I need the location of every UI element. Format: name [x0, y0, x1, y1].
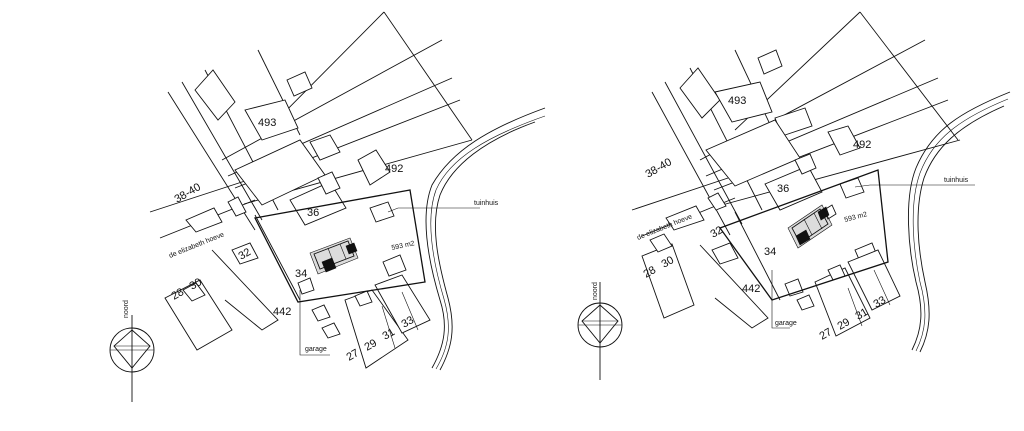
plot-boundary	[718, 169, 889, 301]
label-36: 36	[307, 207, 319, 219]
buildings	[164, 69, 431, 369]
label-36: 36	[777, 183, 789, 195]
north-label: noord	[123, 300, 130, 318]
site-plan-right: 493 492 38-40 36 34 32 28 30 442 27 29 3…	[577, 11, 1011, 380]
label-38-40: 38-40	[173, 181, 203, 205]
north-arrow-icon	[109, 315, 155, 402]
label-29: 29	[363, 337, 380, 354]
area-label: 593 m2	[844, 211, 868, 224]
label-30: 30	[188, 276, 205, 293]
planned-house	[309, 237, 359, 275]
callout-garage: garage	[775, 320, 797, 327]
label-29: 29	[836, 316, 853, 333]
label-38-40: 38-40	[644, 156, 674, 180]
site-plan-left: 493 492 38-40 36 34 32 28 30 442 27 29 3…	[109, 11, 546, 402]
label-493: 493	[258, 117, 276, 129]
label-442: 442	[273, 306, 291, 318]
label-28: 28	[642, 264, 659, 281]
label-28: 28	[170, 286, 187, 303]
garage-leader	[771, 270, 790, 329]
area-label: 593 m2	[391, 240, 415, 252]
label-34: 34	[295, 268, 307, 280]
callout-tuinhuis: tuinhuis	[474, 200, 499, 207]
callout-garage: garage	[305, 346, 327, 353]
label-27: 27	[818, 326, 835, 343]
label-30: 30	[660, 254, 677, 271]
road-curve	[425, 107, 546, 371]
label-32: 32	[237, 246, 254, 263]
garage-leader	[299, 290, 330, 356]
callout-tuinhuis: tuinhuis	[944, 177, 969, 184]
buildings	[641, 49, 901, 337]
label-33: 33	[872, 294, 889, 311]
label-31: 31	[854, 306, 871, 323]
label-442: 442	[742, 283, 760, 295]
label-27: 27	[345, 347, 362, 364]
north-label: noord	[592, 282, 599, 300]
label-492: 492	[385, 163, 403, 175]
north-arrow-icon	[577, 282, 623, 380]
plot-boundary	[254, 189, 426, 303]
tuinhuis-leader	[854, 184, 975, 188]
label-32: 32	[709, 224, 726, 241]
label-493: 493	[728, 95, 746, 107]
label-34: 34	[764, 246, 776, 258]
label-33: 33	[400, 314, 417, 331]
parcel-lines	[149, 11, 473, 331]
label-492: 492	[853, 139, 871, 151]
tuinhuis-leader	[387, 207, 480, 213]
road-curve	[907, 91, 1011, 353]
planned-house	[787, 204, 837, 249]
label-31: 31	[381, 326, 398, 343]
